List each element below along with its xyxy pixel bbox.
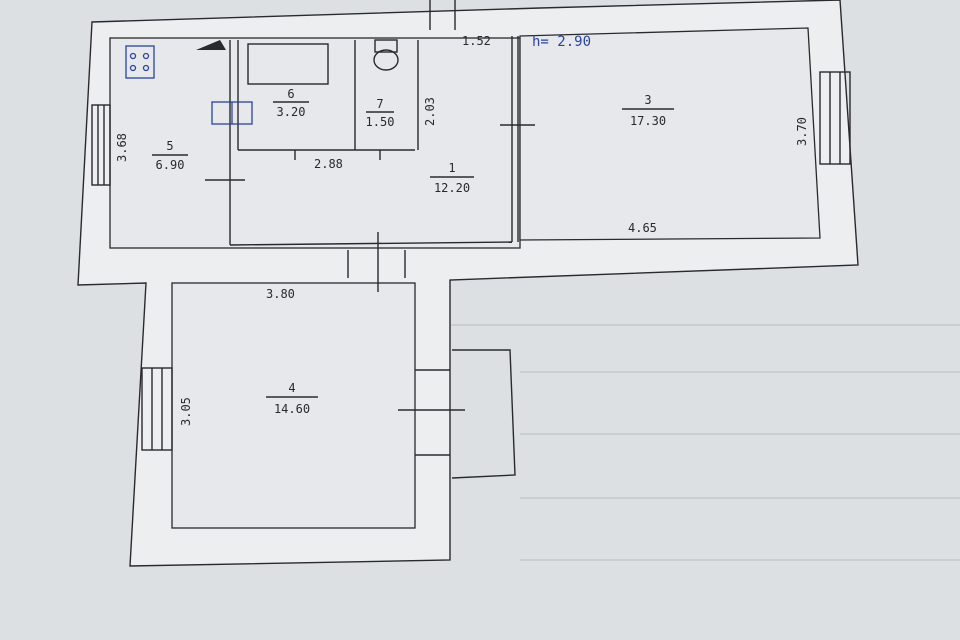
room-number-5: 5 [166,139,173,153]
room-number-4: 4 [288,381,295,395]
room-4 [171,282,416,529]
dimension-2-03: 2.03 [423,97,437,126]
room-label-1: 1 12.20 [430,161,474,195]
entrance-opening [347,0,456,278]
dimension-4-65: 4.65 [628,221,657,235]
room-left-block [109,37,521,249]
ceiling-height: h= 2.90 [532,34,591,50]
room-number-7: 7 [376,97,383,111]
dimension-3-70: 3.70 [795,117,809,146]
balcony [415,349,516,479]
bathtub-icon [247,43,329,85]
window-left-lower [141,367,173,451]
room-label-7: 7 1.50 [366,97,395,129]
room-label-5: 5 6.90 [152,139,188,172]
stove-icon [125,45,155,79]
window-left-upper [91,104,111,186]
room-area-3: 17.30 [630,114,666,128]
room-label-4: 4 14.60 [266,381,318,416]
dimension-3-05: 3.05 [179,397,193,426]
room-area-6: 3.20 [277,105,306,119]
room-label-3: 3 17.30 [622,93,674,128]
partitions [229,36,519,246]
toilet-icon [373,39,399,71]
room-number-6-visible: 6 [287,87,294,101]
room-number-1: 1 [448,161,455,175]
room-area-1: 12.20 [434,181,470,195]
dimension-3-68: 3.68 [115,133,129,162]
dimension-1-52: 1.52 [462,34,491,48]
room-number-3: 3 [644,93,651,107]
room-area-4: 14.60 [274,402,310,416]
dimension-2-88: 2.88 [314,157,343,171]
sink-icon [211,101,253,125]
room-area-7: 1.50 [366,115,395,129]
door-marks [205,124,535,411]
dimension-3-80: 3.80 [266,287,295,301]
room-3 [519,27,821,241]
window-right [819,71,851,165]
room-area-5: 6.90 [156,158,185,172]
water-heater-icon [196,40,226,50]
room-label-6: 6 3.20 [273,87,309,119]
